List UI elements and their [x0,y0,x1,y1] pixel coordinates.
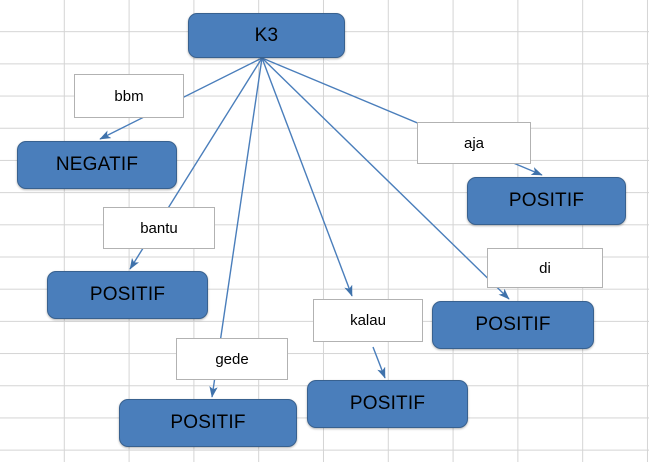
node-positif_3[interactable]: POSITIF [307,380,468,428]
edge-label-aja-text: aja [463,134,485,152]
node-root[interactable]: K3 [188,13,345,58]
edge-label-gede[interactable]: gede [176,338,288,380]
edge-label-gede-text: gede [215,350,249,368]
node-negatif_1-label: NEGATIF [55,154,139,175]
edge-label-bantu[interactable]: bantu [103,207,215,249]
node-root-label: K3 [254,24,279,46]
edge-lbl_kalau-to-positif_3 [372,346,386,379]
node-positif_5-label: POSITIF [475,314,551,335]
node-positif_1-label: POSITIF [89,284,166,305]
edge-label-bbm-text: bbm [114,87,144,105]
node-negatif_1[interactable]: NEGATIF [17,141,177,189]
node-positif_1[interactable]: POSITIF [47,271,208,319]
node-positif_3-label: POSITIF [349,393,426,414]
edge-root-to-positif_3 [261,57,353,297]
edge-label-bantu-text: bantu [140,219,178,237]
edge-label-bbm[interactable]: bbm [74,74,184,118]
node-positif_4[interactable]: POSITIF [467,177,626,225]
edge-label-kalau-text: kalau [350,312,386,329]
node-positif_5[interactable]: POSITIF [432,301,594,349]
node-positif_2[interactable]: POSITIF [119,399,297,447]
edge-label-di[interactable]: di [487,248,603,288]
edge-label-aja[interactable]: aja [417,122,531,164]
edge-label-di-text: di [539,259,551,277]
node-positif_4-label: POSITIF [508,190,585,211]
edge-root-to-positif_5 [261,57,510,300]
edge-label-kalau[interactable]: kalau [313,299,423,342]
node-positif_2-label: POSITIF [170,412,246,433]
